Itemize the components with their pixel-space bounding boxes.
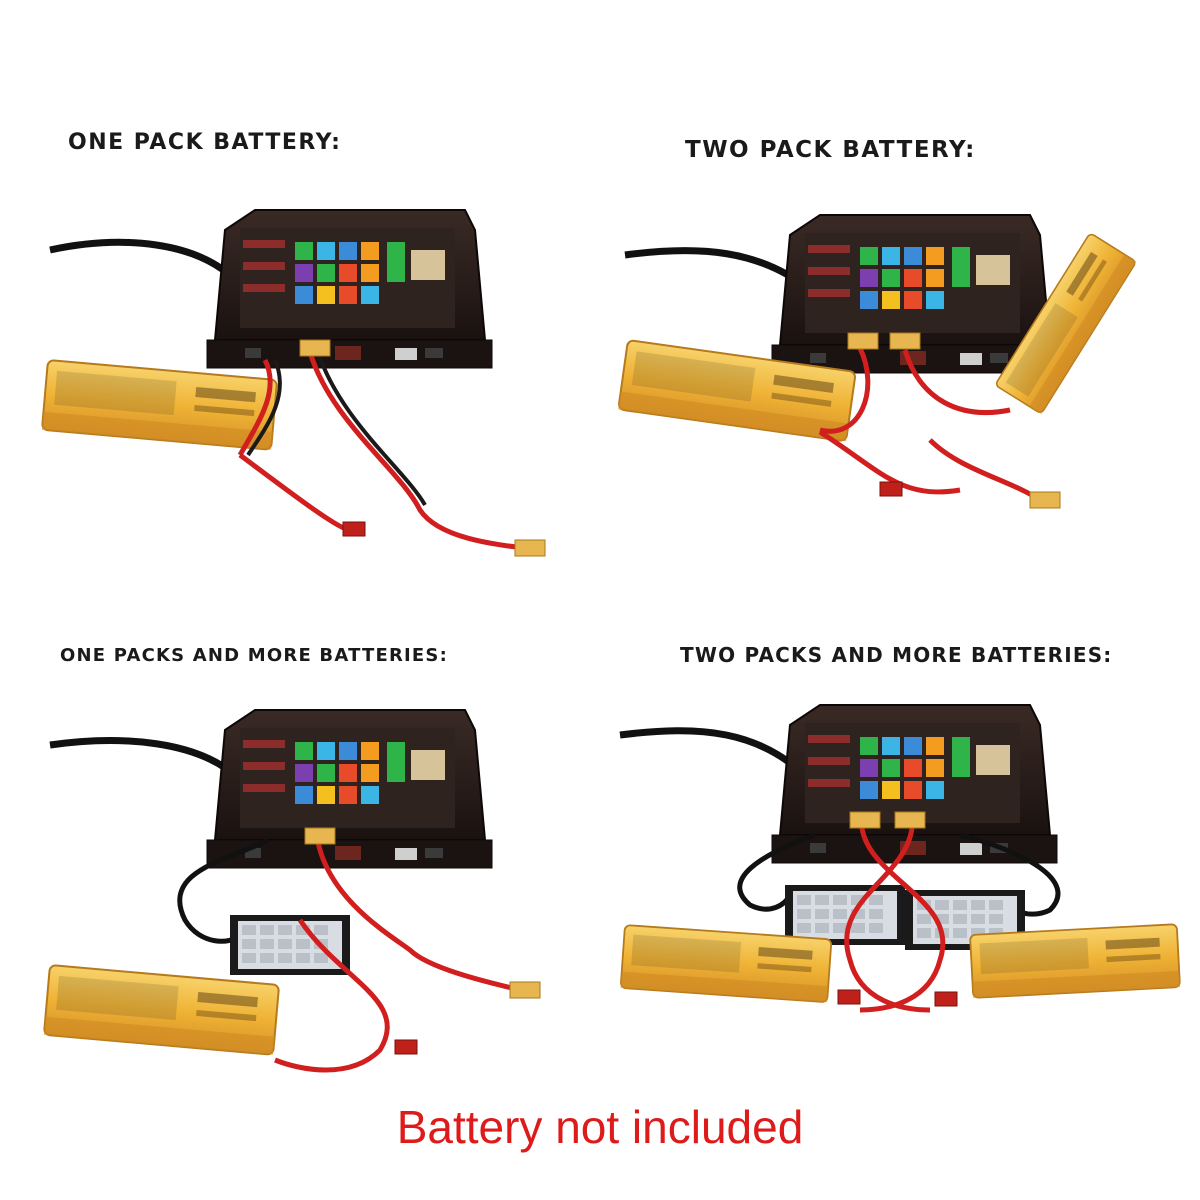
charger-unit <box>771 704 1058 864</box>
xt60-plug <box>1029 491 1061 509</box>
lipo-battery <box>42 964 281 1056</box>
caption-two-packs-more-batteries: TWO PACKS AND MORE BATTERIES: <box>680 643 1113 667</box>
panel-one-packs-more-batteries <box>42 709 541 1073</box>
battery-not-included-notice: Battery not included <box>396 1101 804 1153</box>
red-wire <box>237 358 273 457</box>
lipo-battery <box>40 359 279 451</box>
panel-one-pack-battery <box>40 209 546 557</box>
lipo-battery-left <box>619 924 833 1004</box>
xt60-plug <box>509 981 541 999</box>
panel-two-pack-battery <box>617 214 1138 509</box>
xt60-plug <box>514 539 546 557</box>
xt60-connector <box>889 332 921 350</box>
deans-connector <box>934 991 958 1007</box>
deans-connector <box>879 481 903 497</box>
balance-board <box>230 915 350 975</box>
charger-unit <box>206 209 493 369</box>
caption-one-packs-more-batteries: ONE PACKS AND MORE BATTERIES: <box>60 645 448 666</box>
deans-connector <box>342 521 366 537</box>
panel-two-packs-more-batteries <box>619 704 1181 1013</box>
caption-two-pack-battery: TWO PACK BATTERY: <box>685 137 976 163</box>
power-cable <box>49 238 243 288</box>
deans-connector <box>837 989 861 1005</box>
xt60-connector <box>849 811 881 829</box>
charger-unit <box>206 709 493 869</box>
deans-connector <box>394 1039 418 1055</box>
xt60-connector <box>304 827 336 845</box>
lipo-battery-right <box>969 923 1181 999</box>
caption-one-pack-battery: ONE PACK BATTERY: <box>68 130 342 155</box>
xt60-connector <box>894 811 926 829</box>
xt60-connector <box>299 339 331 357</box>
xt60-connector <box>847 332 879 350</box>
